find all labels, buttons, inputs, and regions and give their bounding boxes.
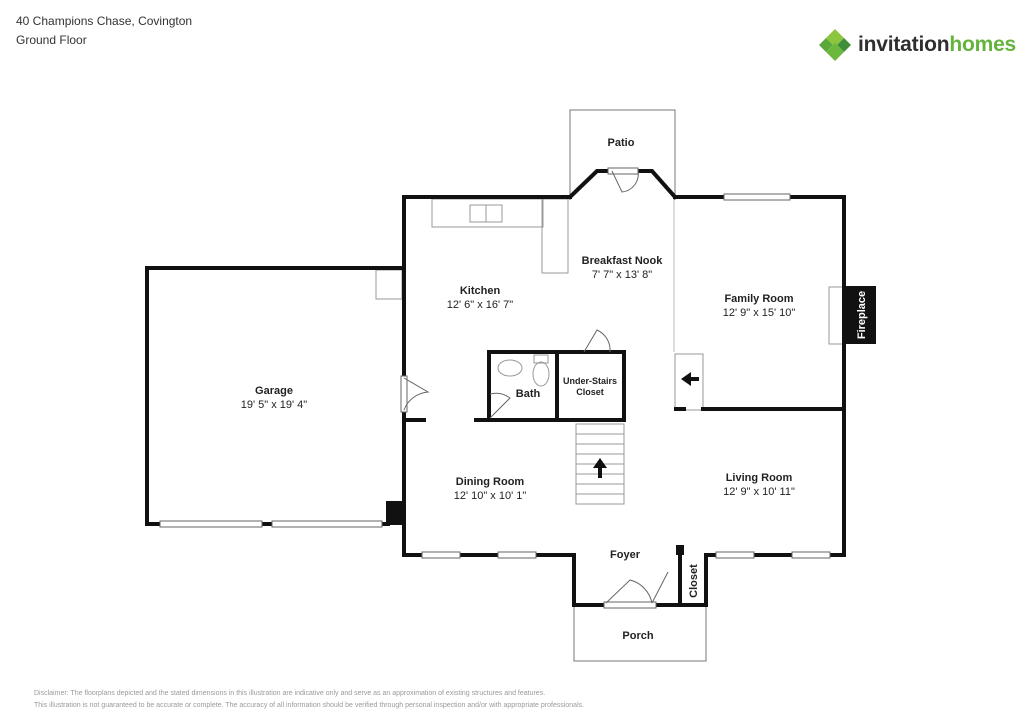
garage-dims: 19' 5" x 19' 4": [241, 399, 308, 411]
toilet-tank-icon: [533, 354, 549, 364]
dining-room-dims: 12' 10" x 10' 1": [454, 490, 527, 502]
arrow-up-icon: [593, 458, 607, 478]
property-address: 40 Champions Chase, Covington: [16, 14, 193, 28]
door-swing: [605, 579, 653, 604]
patio-outline: [569, 109, 676, 197]
windows: [159, 167, 831, 609]
garage-wall: [145, 266, 404, 526]
kitchen-label: Kitchen: [460, 285, 501, 297]
disclaimer-line-1: Disclaimer: The floorplans depicted and …: [34, 690, 546, 697]
breakfast-nook-dims: 7' 7" x 13' 8": [592, 269, 652, 281]
brand-logo: invitationhomes: [818, 27, 1016, 63]
stair-arrows: [593, 372, 699, 478]
arrow-left-icon: [681, 372, 699, 386]
kitchen-dims: 12' 6" x 16' 7": [447, 299, 514, 311]
door-swings: [403, 170, 669, 604]
garage-post: [386, 501, 404, 525]
disclaimer-line-2: This illustration is not guaranteed to b…: [34, 702, 585, 709]
garage-door: [159, 520, 263, 528]
window: [723, 193, 791, 201]
bath-closet-wall: [487, 350, 626, 422]
hearth: [828, 286, 845, 345]
door-swing: [651, 571, 669, 604]
kitchen-counter-side: [541, 198, 569, 274]
dining-room-label: Dining Room: [456, 476, 525, 488]
garage-door: [271, 520, 383, 528]
door-swing: [583, 329, 611, 353]
bay-wall: [567, 169, 678, 200]
porch-outline: [573, 605, 707, 662]
garage-label: Garage: [255, 385, 293, 397]
exterior-outlines: [569, 109, 707, 662]
fireplace: [846, 286, 876, 344]
front-door-opening: [603, 601, 657, 609]
living-room-dims: 12' 9" x 10' 11": [723, 486, 795, 498]
breakfast-nook-label: Breakfast Nook: [582, 255, 664, 267]
door-swing: [611, 170, 639, 193]
living-room-label: Living Room: [726, 472, 793, 484]
brand-logo-icon: [819, 29, 851, 61]
closet-label: Closet: [688, 564, 700, 598]
floor-label: Ground Floor: [16, 33, 87, 47]
garage-entry-opening: [400, 375, 408, 413]
kitchen-counter: [431, 198, 544, 228]
family-stair-landing: [674, 353, 704, 411]
bath-label: Bath: [516, 388, 541, 400]
bath-sink-icon: [497, 359, 523, 377]
door-swing: [403, 377, 430, 411]
patio-label: Patio: [608, 137, 635, 149]
window: [715, 551, 755, 559]
under-stairs-closet-label-1: Under-Stairs: [563, 376, 617, 386]
family-room-dims: 12' 9" x 15' 10": [723, 307, 796, 319]
walls: [145, 169, 846, 607]
wall-post: [676, 545, 684, 555]
foyer-label: Foyer: [610, 549, 641, 561]
garage-step: [375, 269, 403, 300]
family-room-label: Family Room: [724, 293, 793, 305]
under-stairs-closet-label-2: Closet: [576, 387, 604, 397]
brand-wordmark-part1: invitation: [858, 33, 950, 56]
door-swing: [489, 392, 511, 419]
brand-wordmark-part2: homes: [949, 33, 1017, 56]
window: [421, 551, 461, 559]
porch-label: Porch: [622, 630, 653, 642]
fireplace-label: Fireplace: [856, 291, 868, 339]
toilet-icon: [532, 361, 550, 387]
window: [497, 551, 537, 559]
brand-wordmark: invitationhomes: [858, 33, 1016, 57]
window: [791, 551, 831, 559]
